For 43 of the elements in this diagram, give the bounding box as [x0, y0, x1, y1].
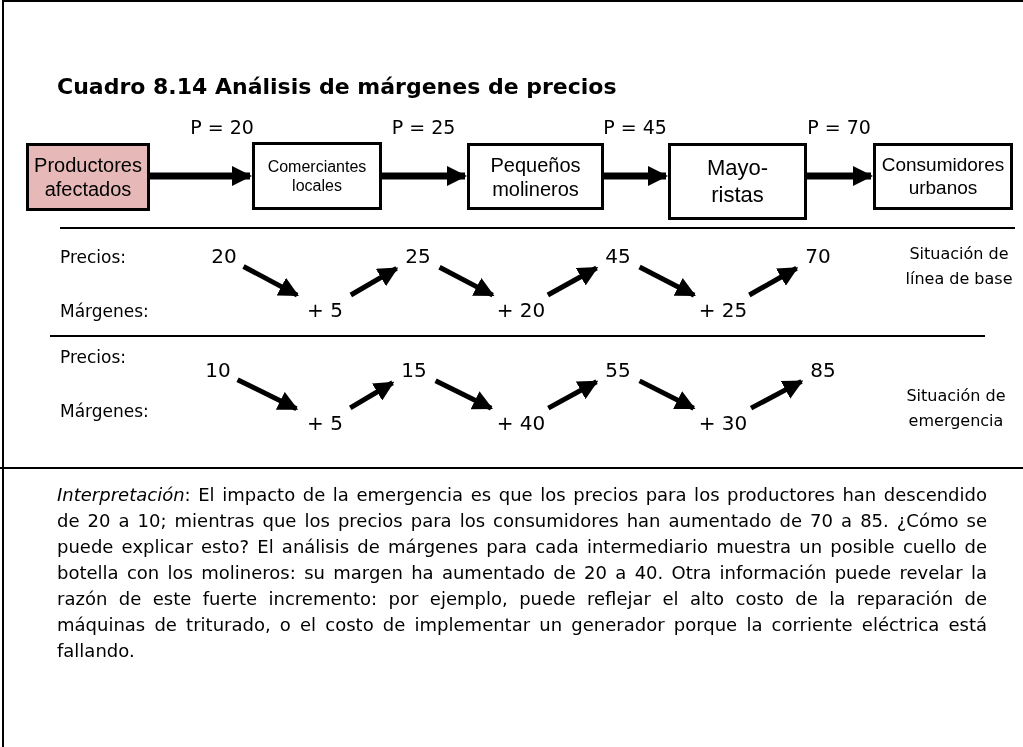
row-label: Precios: [60, 346, 128, 369]
interpretation-paragraph: Interpretación: El impacto de la emergencia es que los precios para los productores han descendido de 20 a 10; mientras que los precios para los consumidores han aumentado de 70 a 85. ¿Cómo se puede explicar esto? El análisis de márgenes para cada intermediario muestra un posible cuello de botella con los molineros: su margen ha aumentado de 20 a 40. Otra información puede revelar la razón de este fuerte incremento: por ejemplo, puede reflejar el alto costo de la reparación de máquinas de triturado, o el costo de implementar un generador porque la corriente eléctrica está fallando. [57, 483, 987, 663]
value-label: 85 [805, 357, 841, 383]
value-label: + 5 [300, 297, 350, 323]
arrow [604, 166, 668, 186]
arrow [382, 166, 467, 186]
arrow [638, 378, 696, 411]
value-label: 55 [600, 357, 636, 383]
arrow [748, 266, 799, 298]
process-box: Productores afectados [26, 143, 150, 211]
arrow [349, 266, 399, 298]
arrow [438, 265, 495, 298]
note: Situación de línea de base [904, 243, 1014, 290]
arrow [434, 378, 493, 411]
row-label: Márgenes: [60, 400, 150, 423]
value-label: 10 [202, 357, 234, 383]
process-box: Comerciantes locales [252, 142, 382, 210]
process-box: Pequeños molineros [467, 143, 604, 210]
process-box: Consumidores urbanos [873, 143, 1013, 210]
value-label: + 25 [695, 297, 751, 323]
value-label: + 5 [300, 410, 350, 436]
note: Situación de emergencia [905, 385, 1007, 432]
arrow [242, 264, 299, 298]
row-label: Márgenes: [60, 300, 150, 323]
value-label: 20 [208, 243, 240, 269]
value-label: 45 [600, 243, 636, 269]
title: Cuadro 8.14 Análisis de márgenes de precios [57, 74, 617, 99]
value-label: + 20 [493, 297, 549, 323]
value-label: 25 [400, 243, 436, 269]
arrow [150, 166, 252, 186]
row-label: Precios: [60, 246, 128, 269]
arrow [236, 377, 299, 412]
arrow [749, 379, 804, 411]
value-label: + 30 [695, 410, 751, 436]
arrow [546, 265, 599, 298]
arrow [807, 166, 873, 186]
value-label: 15 [396, 357, 432, 383]
arrow [638, 264, 696, 298]
process-box: Mayo- ristas [668, 143, 807, 220]
value-label: + 40 [493, 410, 549, 436]
value-label: 70 [800, 243, 836, 269]
arrow [349, 380, 395, 411]
arrow [547, 379, 599, 411]
